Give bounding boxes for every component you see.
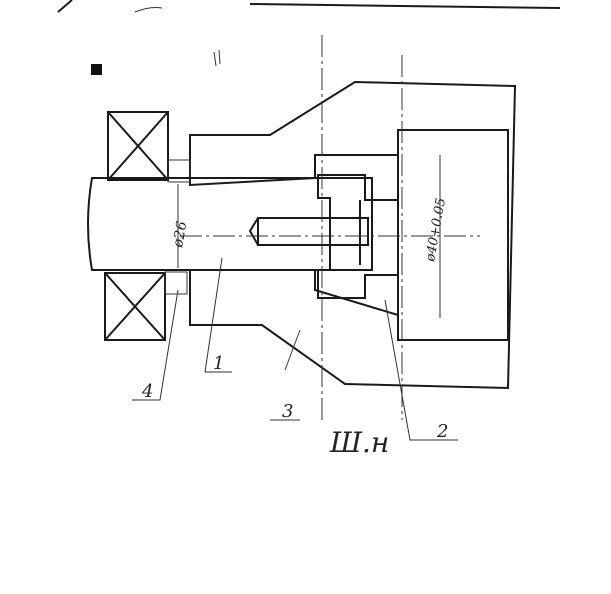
center-lines <box>177 35 480 420</box>
dimension-bore-diameter: ø40+0.05 <box>423 197 449 264</box>
housing-part-3 <box>189 80 517 390</box>
dimension-shaft-diameter: ø26 <box>170 220 191 250</box>
cap-part-2 <box>317 174 399 299</box>
black-square-mark <box>91 64 102 75</box>
scan-marks <box>57 0 561 75</box>
bearing-upper <box>107 111 191 183</box>
shaft-part-1 <box>87 177 373 271</box>
part-label-3: 3 <box>282 401 293 422</box>
leaders <box>132 257 458 441</box>
bearing-lower <box>104 271 188 341</box>
part-label-4: 4 <box>141 381 153 402</box>
signature: Ш.н <box>329 426 389 459</box>
part-label-1: 1 <box>213 353 224 374</box>
part-label-2: 2 <box>436 421 448 442</box>
bolt <box>257 217 369 246</box>
